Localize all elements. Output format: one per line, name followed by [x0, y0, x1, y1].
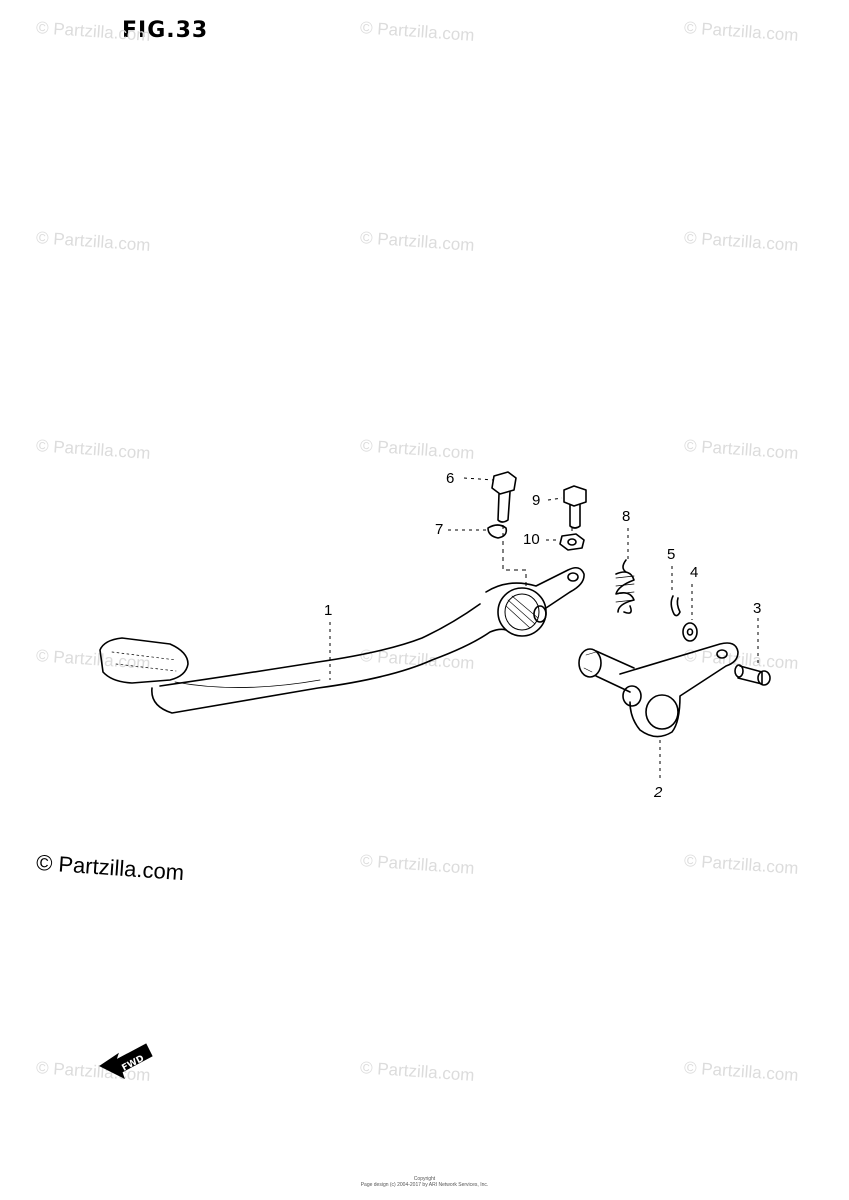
brake-shaft-part-2 [578, 642, 739, 738]
callout-2: 2 [654, 784, 663, 801]
footer-line-1: Copyright [413, 1176, 436, 1182]
return-spring-part-8 [615, 559, 635, 614]
callout-6: 6 [446, 470, 455, 487]
fwd-direction-arrow [99, 1043, 153, 1079]
footer-line-2: Page design (c) 2004-2017 by ARI Network… [360, 1182, 489, 1188]
nut-part-10 [559, 533, 585, 551]
nut-hole [567, 538, 577, 546]
copyright-footer: Copyright Page design (c) 2004-2017 by A… [0, 1176, 849, 1188]
callout-4: 4 [690, 564, 699, 581]
callout-7: 7 [435, 521, 444, 538]
callout-1: 1 [324, 602, 333, 619]
callout-9: 9 [532, 492, 541, 509]
washer-hole [686, 628, 694, 636]
bolt-part-9 [563, 485, 587, 529]
callout-10: 10 [523, 531, 540, 548]
brake-pedal-part-1 [99, 566, 585, 714]
leader-lines [329, 477, 759, 780]
callout-5: 5 [667, 546, 676, 563]
figure-title: FIG.33 [122, 18, 209, 43]
washer-part-4 [682, 622, 698, 642]
callout-8: 8 [622, 508, 631, 525]
bolt-part-6 [491, 471, 517, 523]
callout-3: 3 [753, 600, 762, 617]
clevis-pin-part-3 [734, 664, 771, 686]
lock-washer-part-7 [487, 524, 508, 539]
cotter-pin-part-5 [670, 595, 681, 617]
